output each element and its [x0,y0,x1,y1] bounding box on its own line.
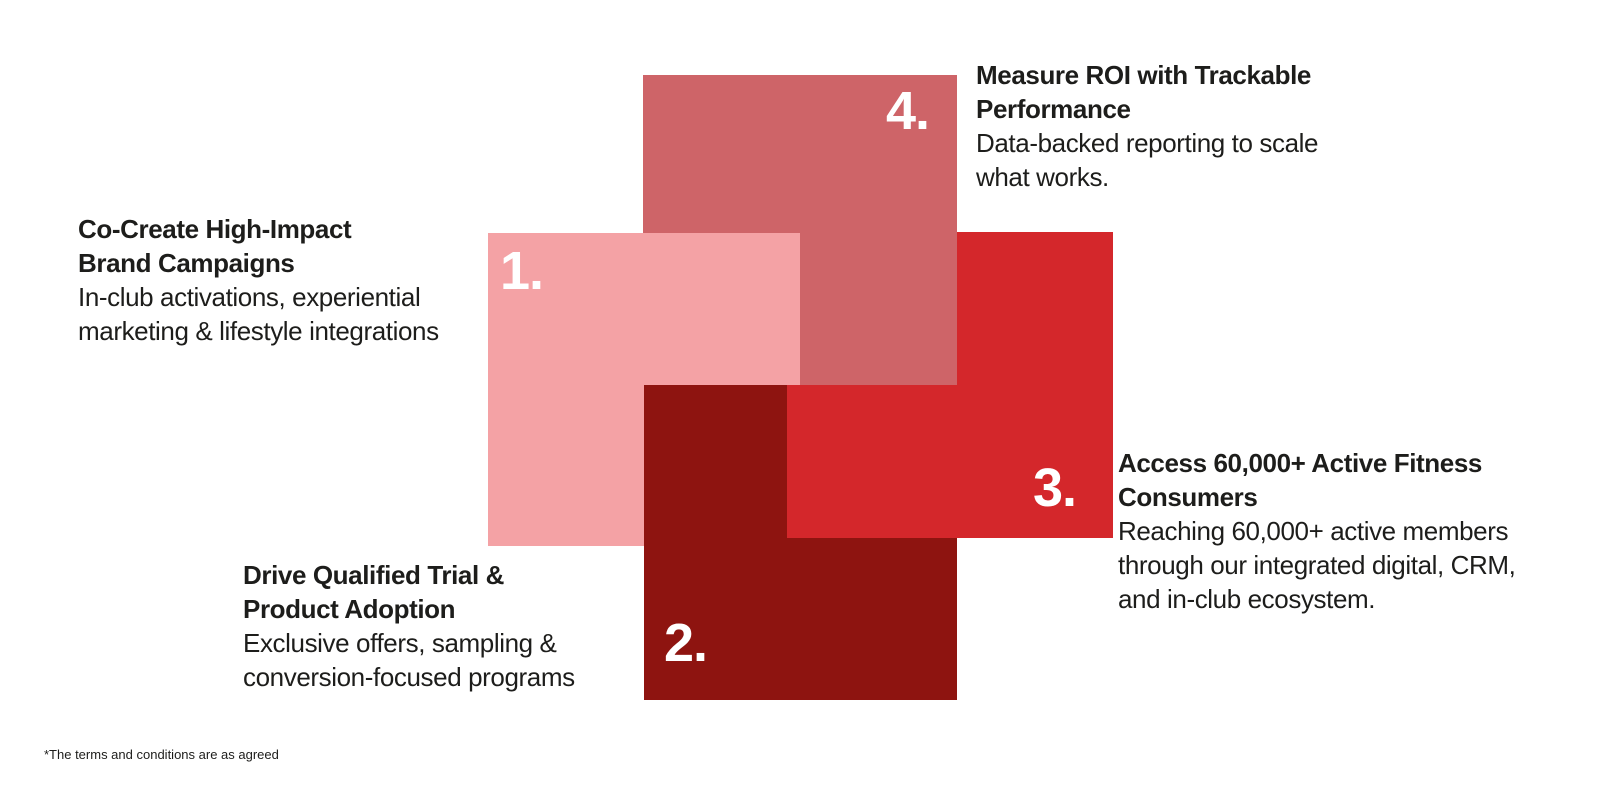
step-3-title-line-2: Consumers [1118,482,1258,512]
step-2-body-line-2: conversion-focused programs [243,662,575,692]
step-2-title-line-1: Drive Qualified Trial & [243,560,504,590]
step-2-title-line-2: Product Adoption [243,594,456,624]
step-3-body-line-3: and in-club ecosystem. [1118,584,1376,614]
footnote: *The terms and conditions are as agreed [44,747,279,762]
step-3-square-overlap-patch [787,385,957,538]
step-1-number: 1. [500,241,544,301]
step-1-body-line-1: In-club activations, experiential [78,282,421,312]
step-4-body-line-2: what works. [976,162,1109,192]
step-4-body-line-1: Data-backed reporting to scale [976,128,1319,158]
step-3-number: 3. [1033,458,1077,518]
step-2-number: 2. [664,613,708,673]
step-3-body-line-2: through our integrated digital, CRM, [1118,550,1516,580]
step-4-title-line-2: Performance [976,94,1131,124]
step-3-text-block: Access 60,000+ Active Fitness Consumers … [1118,446,1516,616]
step-3-body-line-1: Reaching 60,000+ active members [1118,516,1509,546]
step-1-title-line-2: Brand Campaigns [78,248,295,278]
step-2-body-line-1: Exclusive offers, sampling & [243,628,557,658]
step-4-title-line-1: Measure ROI with Trackable [976,60,1311,90]
step-2-text-block: Drive Qualified Trial & Product Adoption… [243,558,575,694]
step-4-text-block: Measure ROI with Trackable Performance D… [976,58,1318,194]
step-1-body-line-2: marketing & lifestyle integrations [78,316,439,346]
step-1-title-line-1: Co-Create High-Impact [78,214,352,244]
step-3-title-line-1: Access 60,000+ Active Fitness [1118,448,1482,478]
step-4-number: 4. [886,81,930,141]
step-1-text-block: Co-Create High-Impact Brand Campaigns In… [78,212,439,348]
